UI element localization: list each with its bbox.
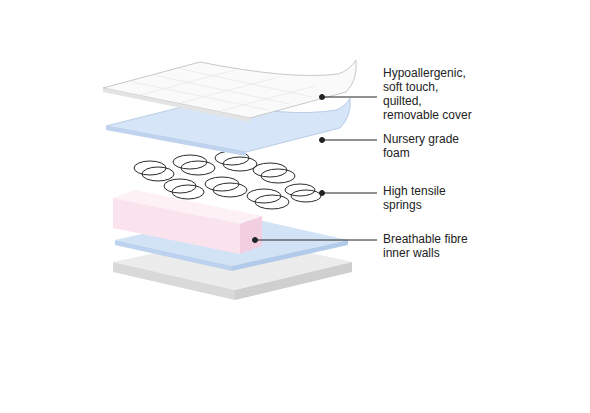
springs bbox=[134, 151, 321, 209]
callout-label: Breathable fibre inner walls bbox=[383, 232, 479, 260]
cover-sheet bbox=[103, 60, 356, 122]
fibre-wall bbox=[113, 190, 262, 254]
callout-label: High tensile springs bbox=[383, 184, 479, 212]
leader-lines bbox=[253, 95, 378, 243]
callout-label: Nursery grade foam bbox=[383, 132, 479, 160]
callout-label: Hypoallergenic, soft touch, quilted, rem… bbox=[383, 66, 479, 122]
